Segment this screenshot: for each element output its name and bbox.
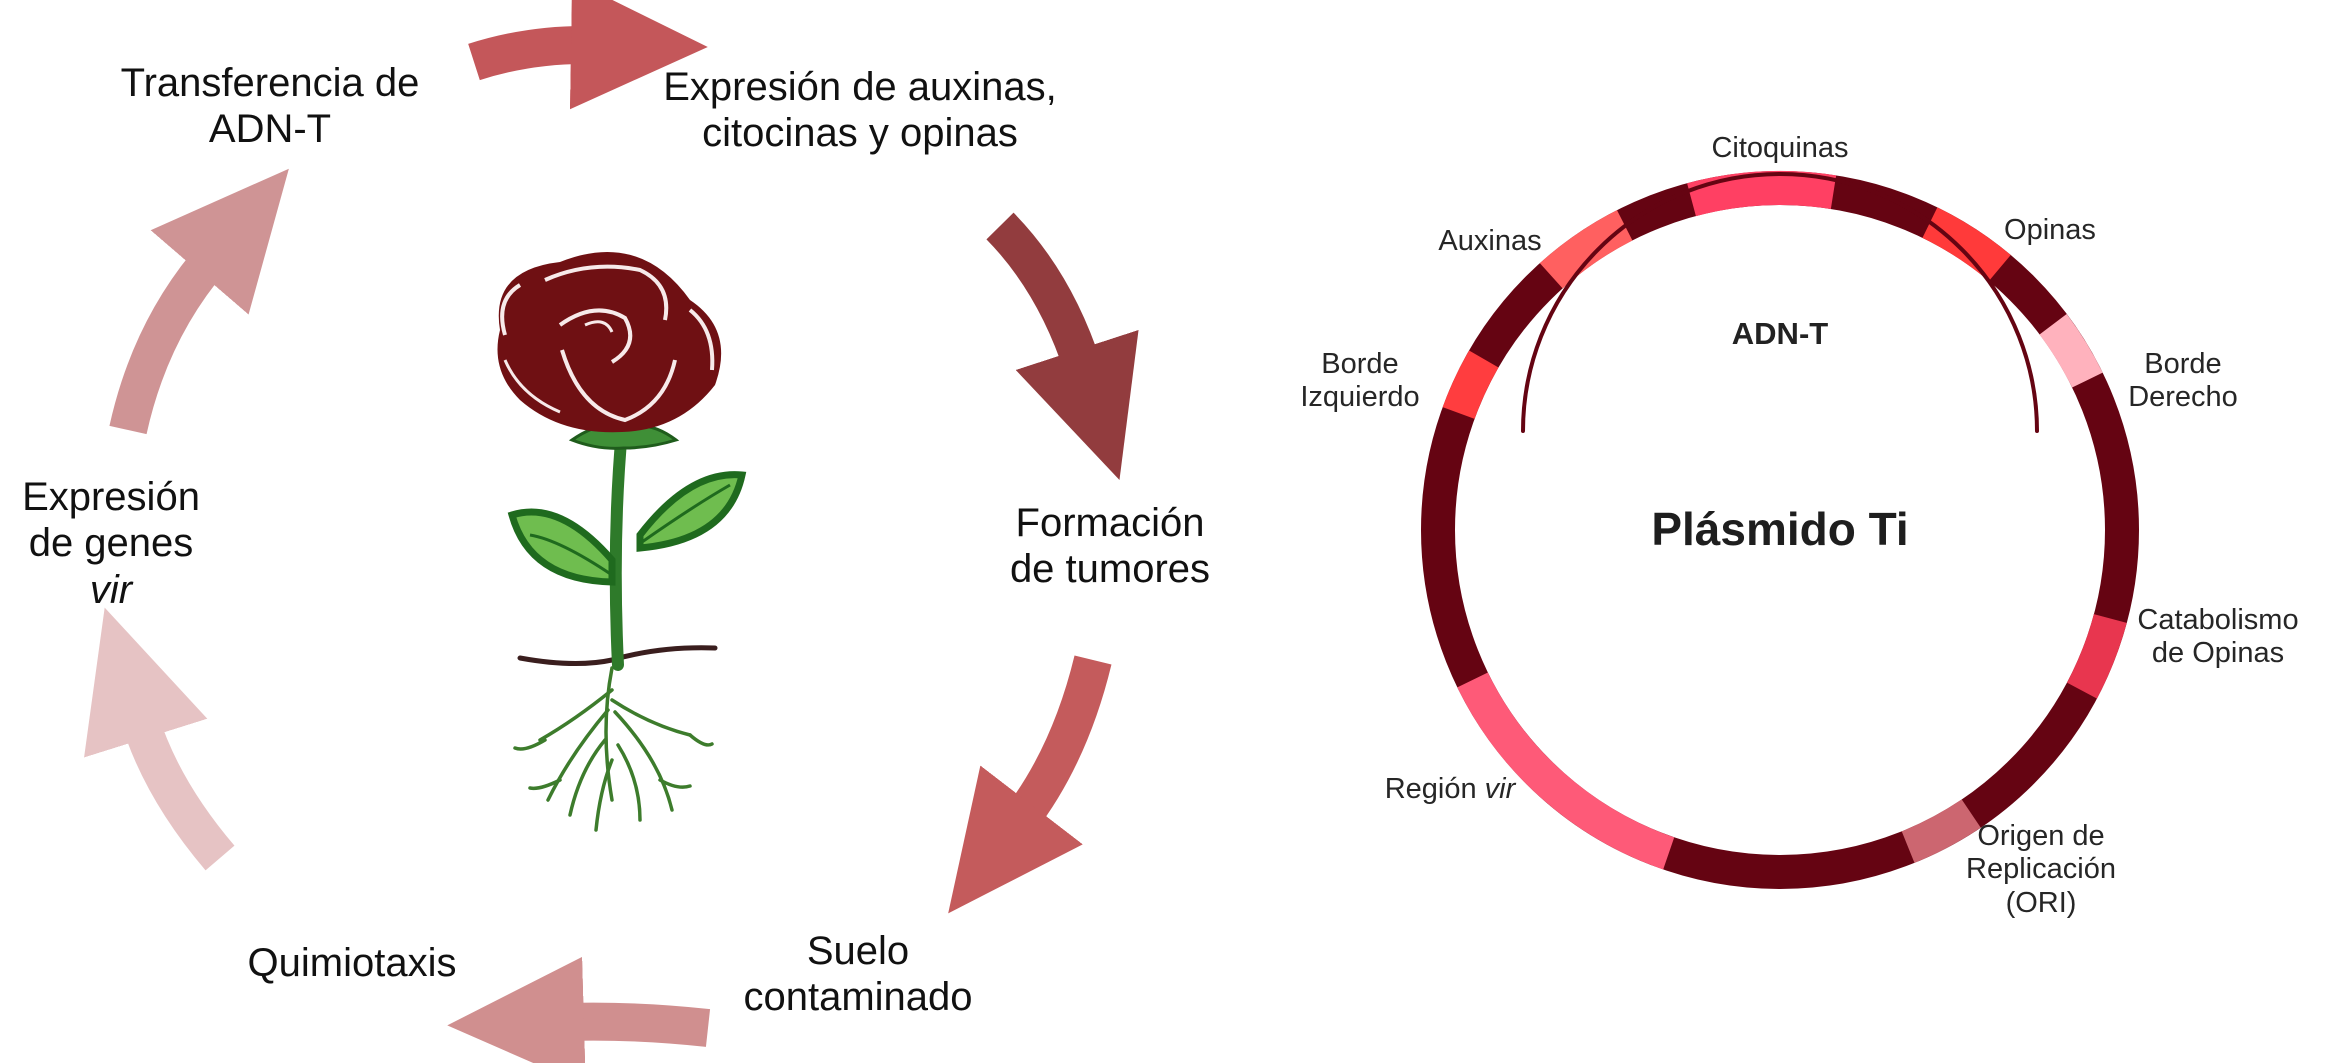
plasmid-region-segment-3	[2039, 313, 2103, 388]
rose-plant-illustration	[497, 251, 747, 832]
region-label-vir: Región vir	[1384, 773, 1516, 805]
region-label-ori: Origen de Replicación (ORI)	[1966, 820, 2116, 919]
region-label-opinas: Opinas	[2004, 214, 2096, 246]
cycle-arrow-5	[84, 607, 235, 871]
step-label-tumor-formation: Formación de tumores	[1009, 501, 1211, 592]
plasmid-ring	[1421, 171, 2139, 889]
region-label-opine-catabolism: Catabolismo de Opinas	[2137, 604, 2299, 670]
plasmid-title: Plásmido Ti	[1651, 503, 1909, 555]
tdna-arc	[1521, 172, 2039, 433]
step-label-tdna-transfer: Transferencia de ADN-T	[120, 61, 420, 152]
region-label-auxinas: Auxinas	[1438, 225, 1542, 257]
cycle-arrow-2	[986, 212, 1139, 481]
cycle-arrow-6	[109, 168, 289, 435]
plasmid-region-segment-4	[2066, 613, 2127, 699]
region-label-right-border: Borde Derecho	[2128, 348, 2238, 414]
region-label-citoquinas: Citoquinas	[1711, 132, 1849, 164]
region-label-left-border: Borde Izquierdo	[1300, 348, 1420, 414]
plasmid-region-segment-1	[1687, 171, 1837, 217]
step-label-chemotaxis: Quimiotaxis	[247, 941, 457, 985]
plasmid-region-segment-5	[1901, 799, 1981, 863]
cycle-arrow-4	[447, 956, 711, 1063]
plasmid-region-segment-7	[1442, 350, 1499, 420]
step-label-contaminated-soil: Suelo contaminado	[743, 929, 973, 1020]
step-label-gene-expression: Expresión de auxinas, citocinas y opinas	[663, 65, 1057, 156]
plasmid-region-segment-6	[1457, 672, 1675, 870]
cycle-arrow-1	[468, 0, 708, 110]
step-label-vir-expression: Expresión de genes vir	[22, 475, 200, 612]
tdna-label: ADN-T	[1731, 316, 1829, 351]
cycle-arrow-3	[948, 655, 1112, 914]
